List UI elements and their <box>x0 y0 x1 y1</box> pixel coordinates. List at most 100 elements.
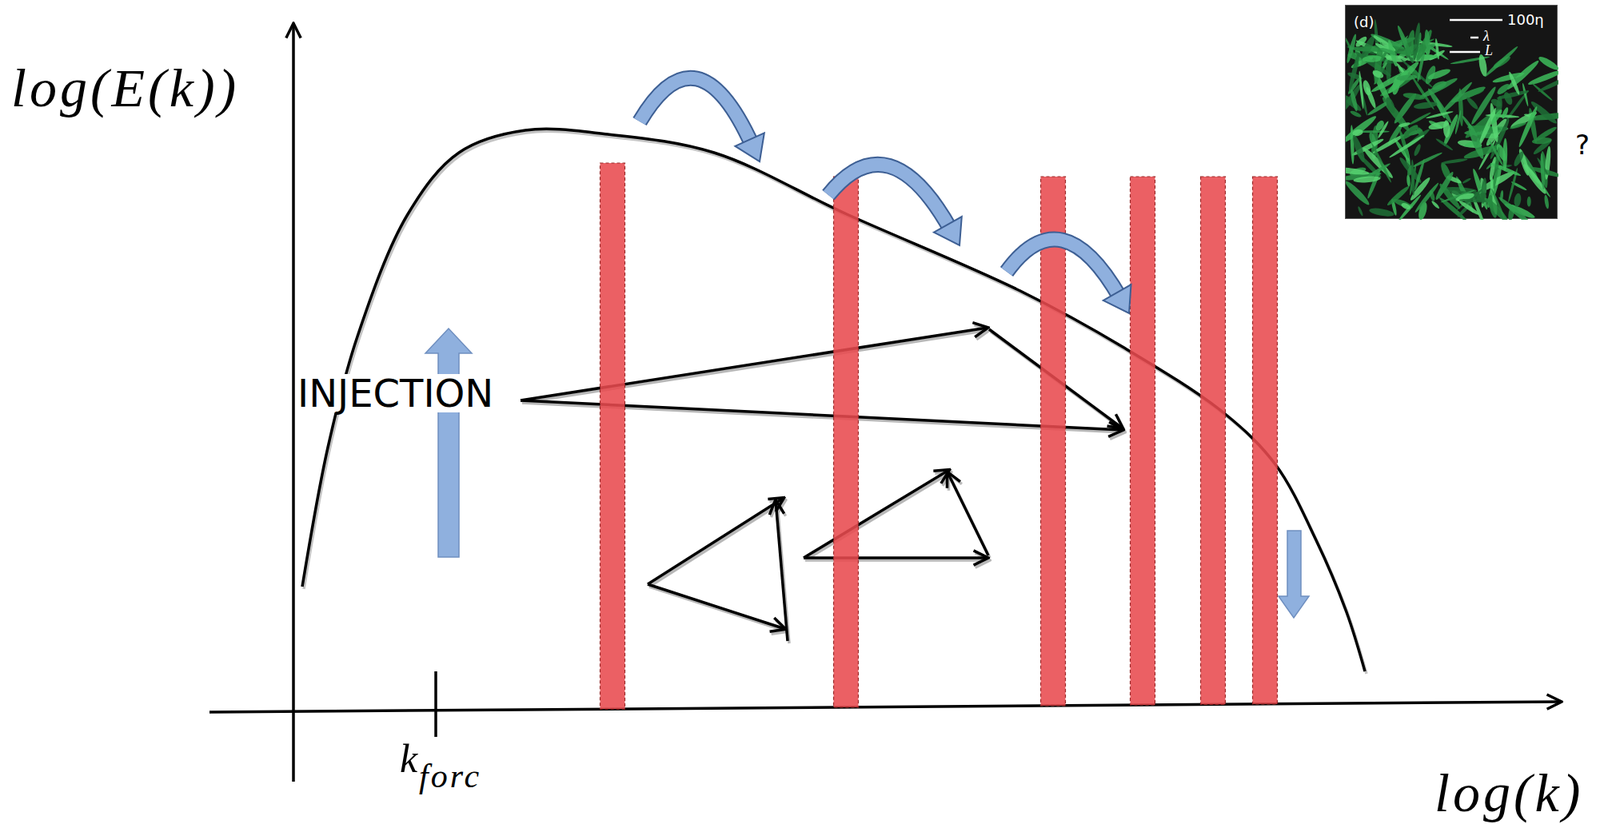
vortex-filament <box>1413 100 1438 110</box>
scale-label: λ <box>1483 28 1490 44</box>
vortex-filament <box>1540 153 1546 191</box>
vortex-filament <box>1396 74 1418 82</box>
triad-arrow-shadow <box>649 586 787 632</box>
question-mark: ? <box>1575 131 1590 159</box>
scale-bar <box>1470 36 1479 40</box>
triad-arrow <box>520 327 988 401</box>
vortex-filament <box>1437 182 1463 212</box>
axis-label: log(k) <box>1434 766 1584 821</box>
vortex-filament <box>1513 192 1523 208</box>
vortex-filament <box>1385 59 1421 96</box>
scale-bar <box>1449 51 1481 54</box>
vortex-filament <box>1509 121 1528 131</box>
vortex-filament <box>1349 109 1363 119</box>
wavenumber-band <box>1041 176 1066 707</box>
wavenumber-band <box>833 176 859 708</box>
cascade-arrow-body <box>1006 239 1121 299</box>
vortex-filament <box>1521 83 1530 108</box>
vortex-filament <box>1435 137 1454 152</box>
vortex-filament <box>1536 54 1559 72</box>
vortex-filament <box>1364 86 1377 110</box>
triad-arrow-shadow <box>805 472 951 561</box>
vortex-filament <box>1454 109 1463 135</box>
vortex-filament <box>1371 68 1385 80</box>
vortex-filament <box>1464 95 1480 112</box>
vortex-filament <box>1366 162 1392 179</box>
cascade-arrow-outline <box>828 164 951 231</box>
vortex-filament <box>1442 119 1450 138</box>
vortex-filament <box>1492 71 1525 85</box>
cascade-arrow-body <box>639 78 753 146</box>
y-axis <box>291 23 296 783</box>
vortex-filament <box>1425 110 1454 120</box>
vortex-filament <box>1471 167 1490 211</box>
vortex-filament <box>1461 177 1472 185</box>
triad-arrow-shadow <box>649 500 786 587</box>
triad-arrow <box>803 470 950 559</box>
vortex-filament <box>1384 95 1397 115</box>
triad-arrow <box>803 556 988 560</box>
vortex-filament <box>1361 55 1383 64</box>
vortex-filament <box>1488 139 1505 167</box>
vortex-filament <box>1379 46 1398 56</box>
vortex-filament <box>1527 196 1532 208</box>
vortex-filament <box>1512 150 1526 168</box>
vortex-filament <box>1536 75 1559 93</box>
vortex-filament <box>1350 134 1367 164</box>
vortex-filament <box>1345 166 1370 177</box>
vortex-filament <box>1496 195 1534 220</box>
wavenumber-band <box>1252 176 1278 705</box>
vortex-filament <box>1426 67 1452 82</box>
vortex-filament <box>1465 122 1486 160</box>
cascade-arrow-head <box>933 216 962 246</box>
vortex-filament <box>1356 206 1364 217</box>
wavenumber-band <box>600 163 626 710</box>
vortex-filament <box>1347 51 1361 92</box>
cascade-arrow-body <box>828 164 951 231</box>
vortex-filament <box>1440 157 1469 165</box>
vortex-filament <box>1345 179 1372 208</box>
cascade-arrow-outline <box>639 78 753 146</box>
scale-label: L <box>1484 43 1493 58</box>
vortex-filament <box>1376 120 1390 140</box>
vortex-filament <box>1402 91 1426 101</box>
vortex-filament <box>1358 70 1365 109</box>
dissipation-arrow <box>1278 530 1309 619</box>
triad-arrow <box>647 584 786 630</box>
vortex-filament <box>1502 91 1514 107</box>
vortex-filament <box>1500 106 1510 120</box>
wavenumber-band <box>1200 176 1226 705</box>
vortex-filament <box>1398 121 1412 128</box>
x-axis <box>209 702 1561 713</box>
vortex-filament <box>1496 82 1513 97</box>
vortex-filament <box>1483 195 1510 220</box>
vortex-filament <box>1489 108 1505 127</box>
vortex-filament <box>1368 207 1396 219</box>
vortex-filament <box>1507 71 1521 96</box>
vortex-filament <box>1413 158 1427 192</box>
vortex-filament <box>1412 143 1422 157</box>
vortex-filament <box>1543 194 1549 209</box>
forcing-tick <box>434 671 438 738</box>
triad-arrow <box>775 500 788 642</box>
cascade-arrow-head <box>1103 284 1132 314</box>
injection-label: INJECTION <box>297 374 494 413</box>
vortex-filament <box>1532 136 1553 145</box>
cascade-arrow-head <box>734 132 764 162</box>
axis-label: log(E(k)) <box>11 60 240 116</box>
vortex-filament <box>1406 174 1412 188</box>
scale-label: 100η <box>1507 12 1545 28</box>
vortex-filament <box>1480 177 1488 204</box>
vortex-filament <box>1430 199 1441 210</box>
vorticity-texture <box>1345 5 1559 220</box>
vortex-filament <box>1410 159 1416 196</box>
vortex-filament <box>1424 29 1431 51</box>
triad-arrow-shadow <box>805 558 990 563</box>
vortex-filament <box>1414 28 1435 63</box>
vortex-filament <box>1352 175 1381 184</box>
inset-picture: (d)100ηλL <box>1344 4 1558 220</box>
wavenumber-subscript: forc <box>418 759 482 794</box>
triad-arrow-shadow <box>522 330 990 403</box>
scale-bar <box>1449 19 1503 22</box>
vortex-filament <box>1400 201 1412 211</box>
